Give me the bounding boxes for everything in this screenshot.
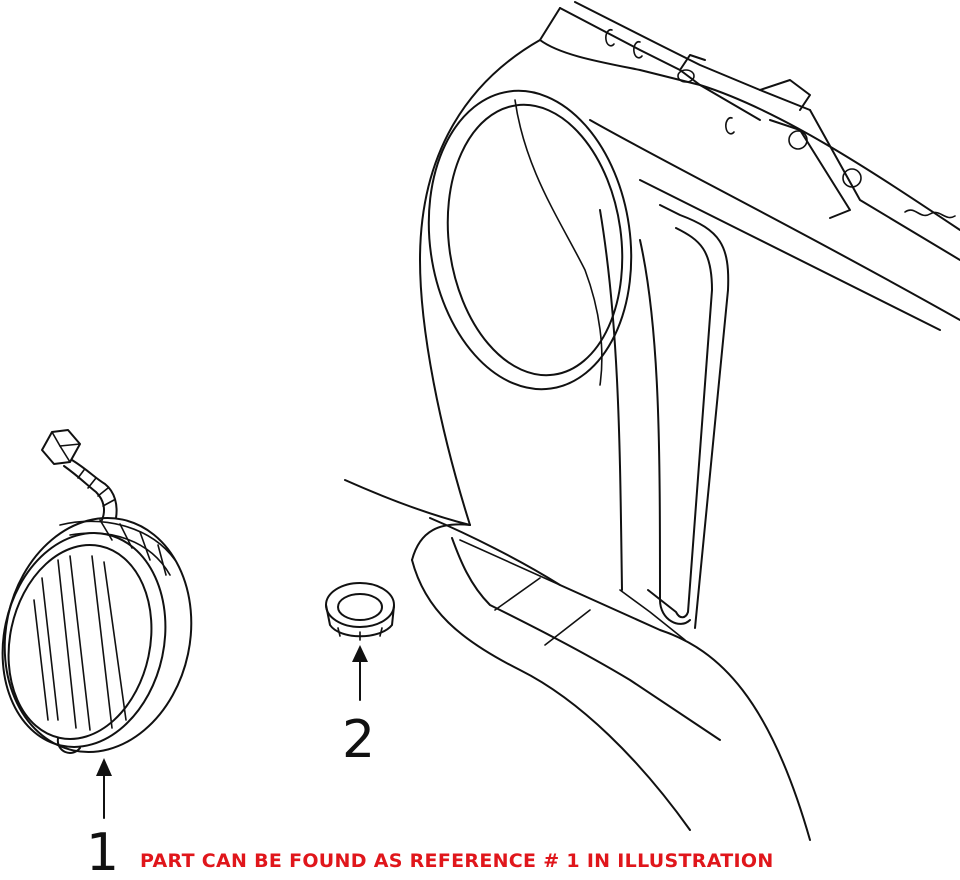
callout-2-arrowhead [352, 645, 368, 662]
callout-1: 1 [86, 758, 119, 880]
reference-note: PART CAN BE FOUND AS REFERENCE # 1 IN IL… [140, 850, 774, 872]
callout-1-number: 1 [86, 823, 119, 880]
callout-2-number: 2 [342, 710, 375, 770]
callout-1-arrowhead [96, 758, 112, 776]
callout-2: 2 [342, 645, 375, 770]
grommet-nut [325, 582, 395, 641]
fog-lamp-assembly [1, 429, 193, 754]
front-body-panel [344, 1, 960, 841]
